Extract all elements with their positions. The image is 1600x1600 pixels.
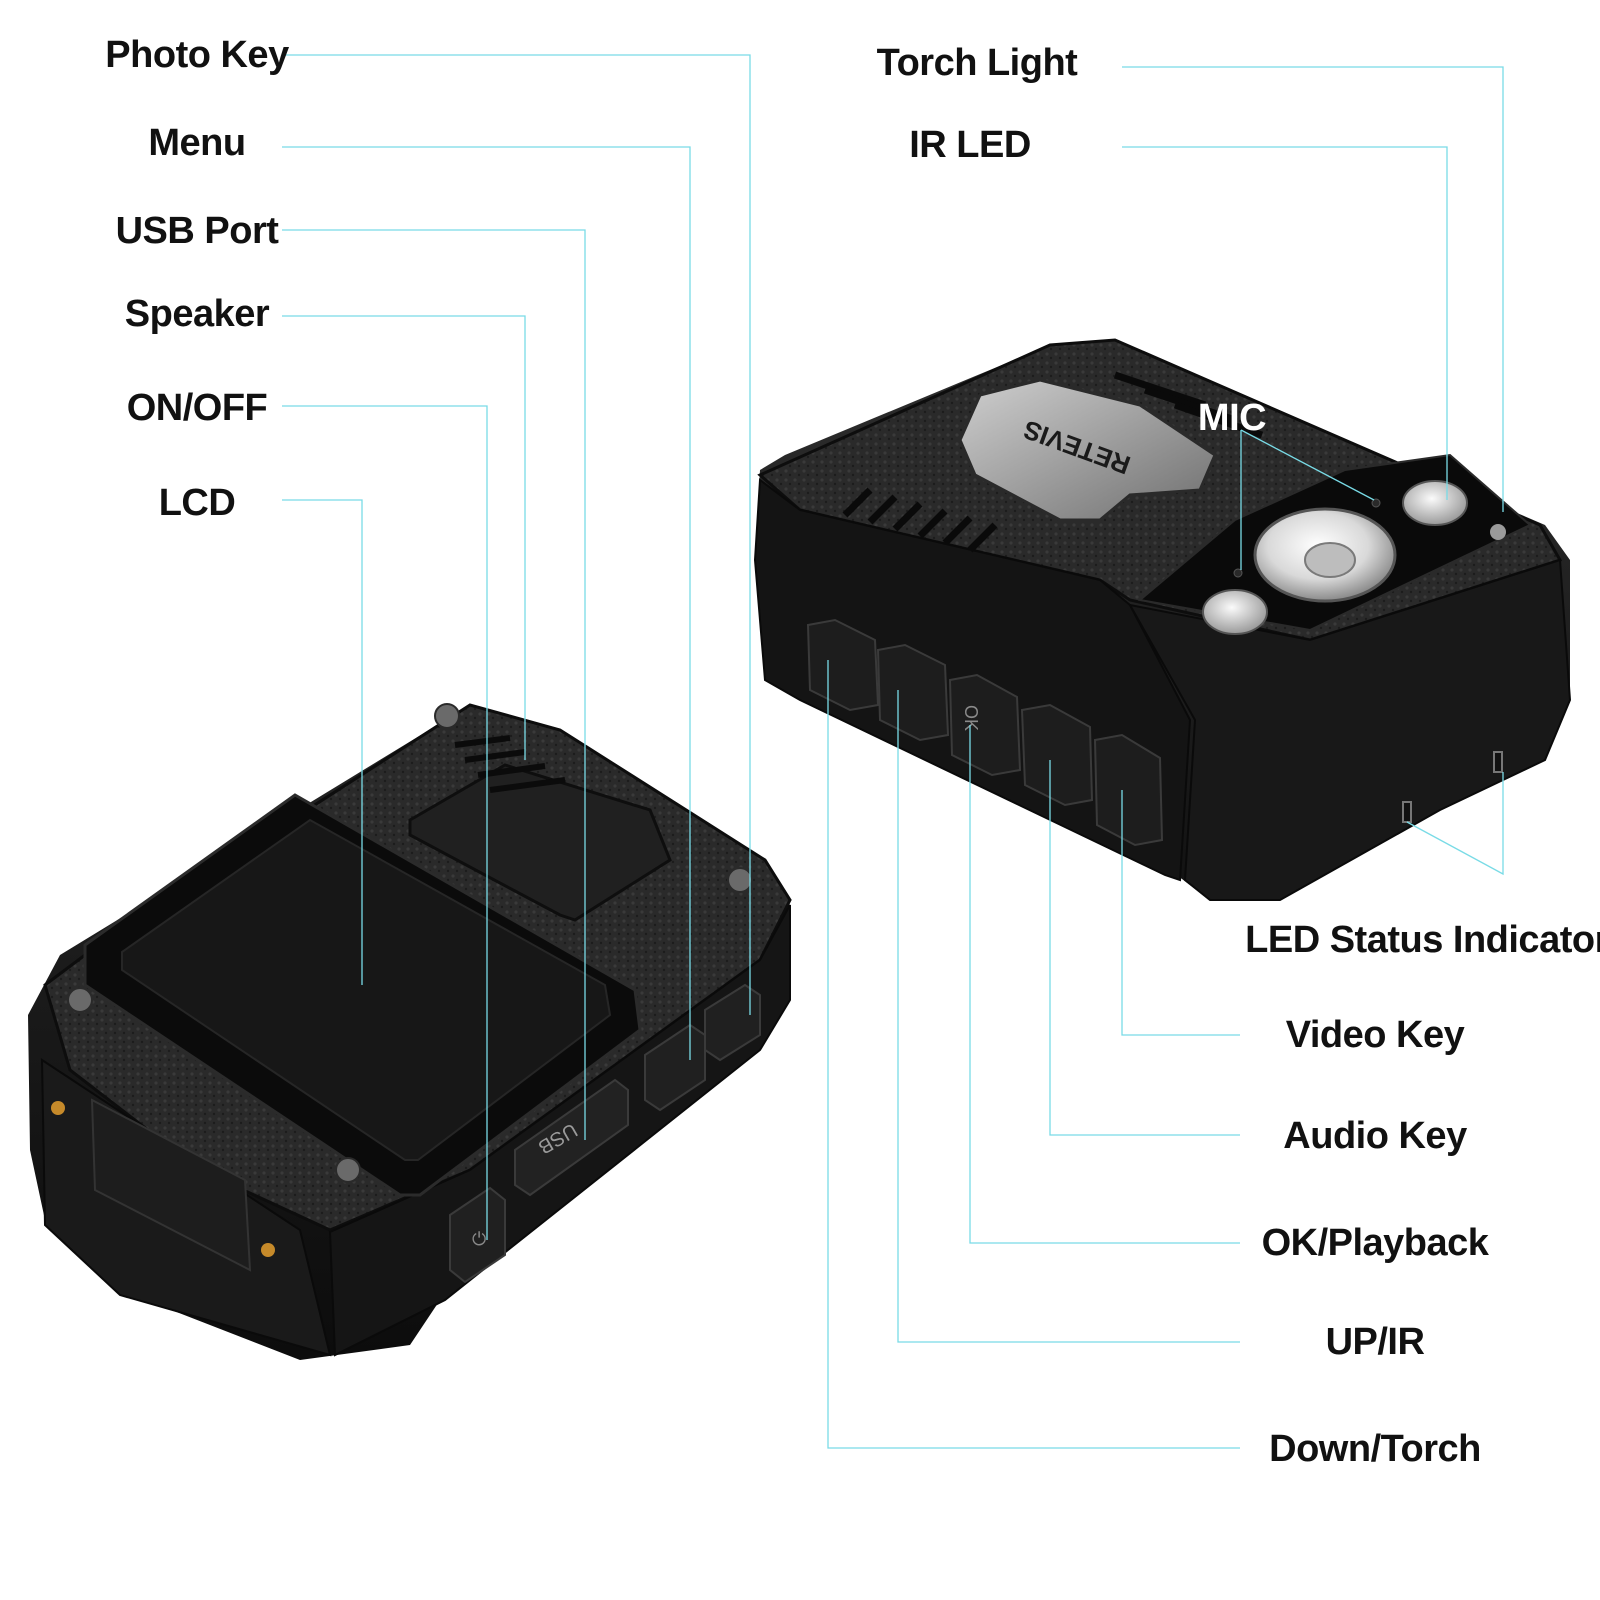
camera-lens-inner <box>1304 542 1356 578</box>
front-mount-plate <box>90 1098 252 1272</box>
ir-led-label: IR LED <box>909 124 1031 166</box>
ir-led <box>1202 589 1268 635</box>
led-status-indicator-label: LED Status Indicator <box>1245 919 1600 961</box>
ok-button-text: OK <box>961 705 981 731</box>
photo-button[interactable] <box>704 983 761 1062</box>
led-status-leader <box>1406 772 1504 876</box>
audio-key-label: Audio Key <box>1283 1115 1467 1157</box>
audio-key-leader <box>1049 760 1240 1136</box>
ok-playback-label: OK/Playback <box>1262 1222 1490 1264</box>
speaker-leader <box>282 315 526 760</box>
video-key-button[interactable] <box>1093 733 1164 847</box>
up-ir-leader <box>897 690 1240 1343</box>
left-labels: Photo Key Menu USB Port Speaker ON/OFF L… <box>105 34 289 524</box>
video-key-leader <box>1121 790 1240 1036</box>
speaker-clip-plate <box>408 763 672 922</box>
torch-light-leader <box>1122 66 1504 512</box>
right-device-end-cap <box>1128 558 1572 901</box>
mic-hole-2 <box>1371 498 1381 508</box>
torch-light-label: Torch Light <box>877 42 1078 84</box>
on-off-leader <box>282 405 488 1240</box>
down-torch-leader <box>827 660 1240 1449</box>
mic-label: MIC <box>1198 397 1266 439</box>
usb-port-leader <box>282 229 586 1140</box>
usb-port-cover[interactable] <box>514 1078 629 1197</box>
menu-label: Menu <box>148 122 245 164</box>
audio-key-button[interactable] <box>1020 703 1094 807</box>
lcd-leader <box>282 499 363 985</box>
down-torch-label: Down/Torch <box>1269 1428 1481 1470</box>
lcd-screen <box>121 818 612 1161</box>
ir-sensor-dot <box>1490 524 1506 540</box>
down-torch-button[interactable] <box>806 618 880 712</box>
side-vents <box>842 487 998 553</box>
torch-light-led <box>1402 480 1468 526</box>
usb-port-label: USB Port <box>116 210 280 252</box>
screw-right <box>727 867 753 893</box>
video-key-label: Video Key <box>1286 1014 1465 1056</box>
ok-playback-leader <box>969 725 1240 1244</box>
brass-insert-right <box>261 1243 275 1257</box>
up-ir-button[interactable] <box>876 643 950 742</box>
power-button-icon: ⏻ <box>472 1229 486 1250</box>
screw-bottom <box>335 1157 361 1183</box>
ok-playback-button[interactable] <box>948 673 1022 777</box>
led-status-indicator-1 <box>1402 801 1412 823</box>
on-off-label: ON/OFF <box>127 387 268 429</box>
menu-leader <box>282 146 691 1060</box>
left-camera-device: ⏻ USB <box>28 703 792 1360</box>
mic-leader-2 <box>1240 429 1375 501</box>
ir-led-leader <box>1122 146 1448 500</box>
brand-logo-badge[interactable] <box>958 378 1217 522</box>
photo-key-leader <box>282 54 751 1015</box>
led-status-indicator-2 <box>1493 751 1503 773</box>
brass-insert-left <box>51 1101 65 1115</box>
screw-heads <box>67 703 753 1183</box>
photo-key-label: Photo Key <box>105 34 289 76</box>
leader-lines <box>282 54 1504 1449</box>
right-labels: Torch Light IR LED MIC LED Status Indica… <box>877 42 1600 1470</box>
power-button[interactable] <box>449 1186 506 1284</box>
lcd-label: LCD <box>159 482 236 524</box>
right-camera-device: RETEVIS OK <box>753 338 1572 901</box>
top-vents <box>1113 371 1264 439</box>
speaker-label: Speaker <box>125 293 270 335</box>
speaker-grille <box>454 735 566 793</box>
up-ir-label: UP/IR <box>1326 1321 1425 1363</box>
screw-left <box>67 987 93 1013</box>
screw-top <box>434 703 460 729</box>
mic-hole <box>1233 568 1243 578</box>
